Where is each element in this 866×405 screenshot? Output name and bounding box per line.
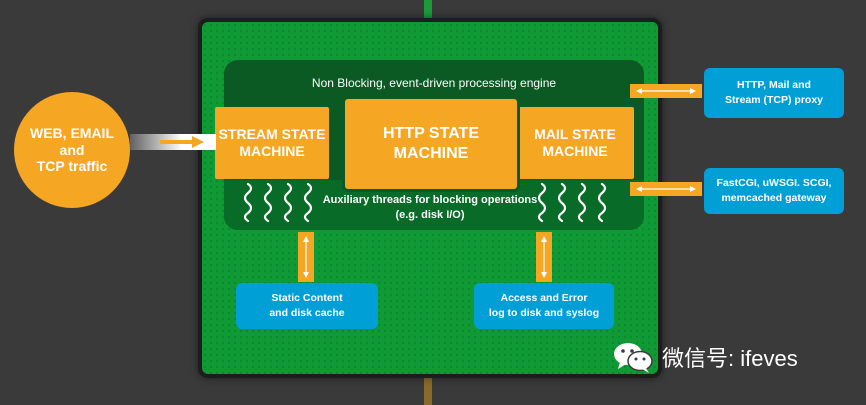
gateway-line-1: FastCGI, uWSGI. SCGI, [716, 177, 832, 190]
thread-squiggles-right-icon [537, 182, 607, 223]
stream-state-line-2: MACHINE [239, 143, 305, 159]
gateway-line-2: memcached gateway [721, 192, 827, 204]
http-state-line-1: HTTP STATE [383, 125, 479, 142]
engine-label: Non Blocking, event-driven processing en… [311, 76, 557, 90]
gateway-double-arrow-icon [630, 182, 702, 196]
proxy-line-1: HTTP, Mail and [737, 79, 811, 92]
stream-state-line-1: STREAM STATE [218, 125, 326, 142]
proxy-line-2: Stream (TCP) proxy [724, 94, 824, 106]
watermark: 微信号: ifeves [612, 340, 798, 374]
mail-state-machine: MAIL STATE MACHINE [516, 107, 634, 179]
traffic-arrow-icon [160, 136, 204, 148]
aux-threads-label: Auxiliary threads for blocking operation… [320, 193, 540, 223]
gateway-box: FastCGI, uWSGI. SCGI, memcached gateway [704, 168, 844, 214]
static-content-line-2: and disk cache [269, 307, 345, 319]
traffic-line-1: WEB, EMAIL [30, 124, 114, 141]
static-content-box: Static Content and disk cache [236, 283, 378, 329]
static-content-double-arrow-icon [298, 232, 314, 282]
access-logs-box: Access and Error log to disk and syslog [474, 283, 614, 329]
proxy-double-arrow-icon [630, 84, 702, 98]
wechat-icon [614, 343, 653, 373]
access-logs-line-2: log to disk and syslog [488, 307, 600, 319]
traffic-line-3: TCP traffic [36, 158, 108, 175]
thread-squiggles-left-icon [243, 182, 313, 223]
aux-threads-line-2: (e.g. disk I/O) [395, 208, 465, 221]
access-logs-line-1: Access and Error [500, 292, 588, 305]
watermark-text: 微信号: ifeves [662, 346, 798, 371]
proxy-box: HTTP, Mail and Stream (TCP) proxy [704, 68, 844, 118]
stream-state-machine: STREAM STATE MACHINE [215, 107, 329, 179]
mail-state-line-2: MACHINE [542, 143, 608, 159]
http-state-line-2: MACHINE [393, 145, 469, 162]
static-content-line-1: Static Content [271, 292, 343, 305]
top-circuit-trace [424, 0, 432, 20]
http-state-machine: HTTP STATE MACHINE [342, 96, 520, 192]
bottom-circuit-trace [424, 372, 432, 405]
traffic-line-2: and [59, 141, 85, 158]
logs-double-arrow-icon [536, 232, 552, 282]
aux-threads-line-1: Auxiliary threads for blocking operation… [322, 194, 538, 206]
traffic-source: WEB, EMAIL and TCP traffic [14, 92, 130, 208]
mail-state-line-1: MAIL STATE [534, 125, 616, 142]
